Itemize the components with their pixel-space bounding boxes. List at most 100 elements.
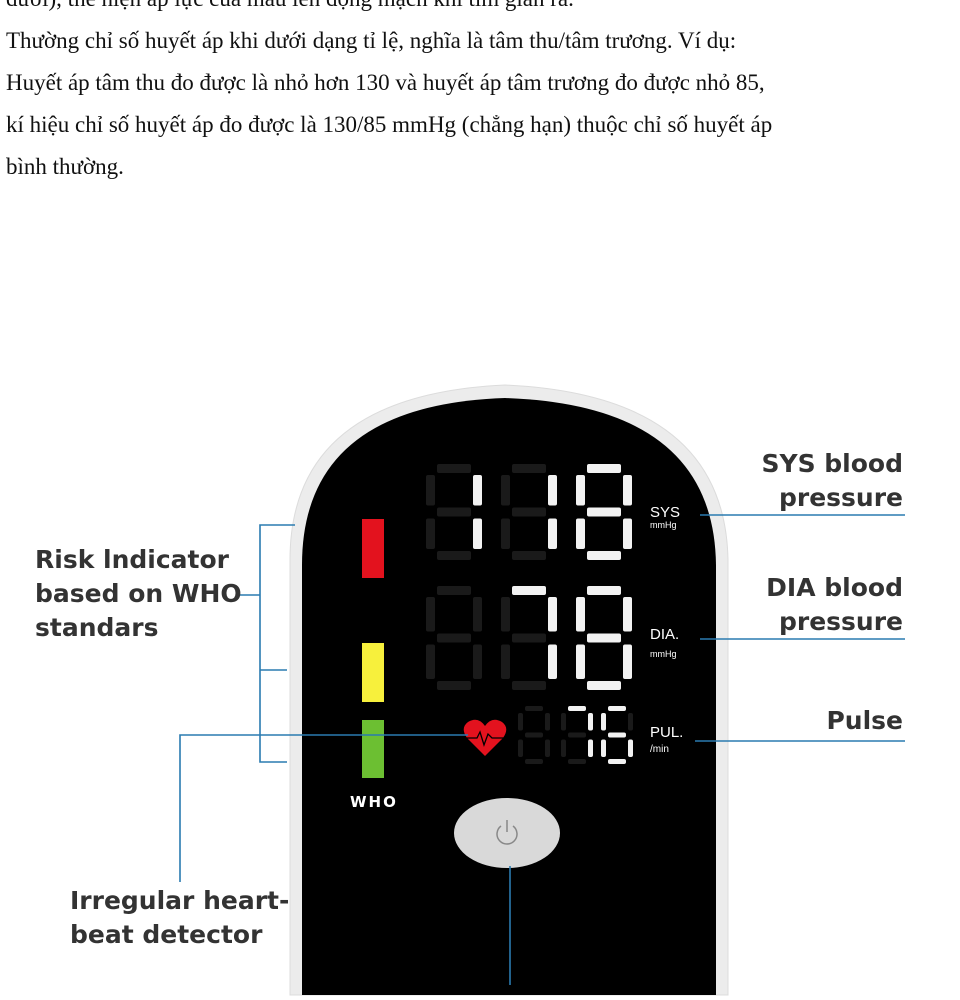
digit xyxy=(561,706,593,764)
segment-g xyxy=(587,633,621,643)
segment-d xyxy=(512,681,546,690)
dia-label: DIA. xyxy=(650,626,679,643)
power-button[interactable] xyxy=(454,798,560,868)
digit xyxy=(501,464,557,560)
callout-line: pressure xyxy=(778,483,903,512)
segment-b xyxy=(548,475,557,506)
segment-a xyxy=(437,464,471,473)
segment-g xyxy=(568,732,586,738)
pulse-display xyxy=(518,706,633,764)
segment-c xyxy=(473,644,482,679)
callout-line: Pulse xyxy=(826,706,903,735)
article-text: dưới), thể hiện áp lực của máu lên động … xyxy=(6,0,956,188)
segment-g xyxy=(512,633,546,643)
callout-line: Risk lndicator xyxy=(35,545,230,574)
article-line: Huyết áp tâm thu đo được là nhỏ hơn 130 … xyxy=(6,70,765,95)
sys-label: SYS xyxy=(650,504,680,521)
segment-g xyxy=(512,507,546,517)
segment-d xyxy=(608,759,626,764)
segment-a xyxy=(587,464,621,473)
digit xyxy=(501,586,557,690)
pul-label: PUL. xyxy=(650,724,683,741)
segment-d xyxy=(587,551,621,560)
digit xyxy=(426,464,482,560)
segment-a xyxy=(512,586,546,595)
segment-c xyxy=(588,739,593,757)
segment-g xyxy=(608,732,626,738)
dia-unit: mmHg xyxy=(650,649,677,659)
segment-f xyxy=(501,475,510,506)
callout-line: beat detector xyxy=(70,920,263,949)
segment-e xyxy=(576,644,585,679)
segment-c xyxy=(623,518,632,549)
callout-line: pressure xyxy=(778,607,903,636)
segment-g xyxy=(525,732,543,738)
callout-sys: SYS blood pressure xyxy=(761,447,903,515)
segment-e xyxy=(576,518,585,549)
segment-b xyxy=(623,597,632,632)
callout-pulse: Pulse xyxy=(826,704,903,738)
heart-icon xyxy=(463,719,507,756)
callout-line: DIA blood xyxy=(766,573,903,602)
segment-a xyxy=(568,706,586,711)
segment-g xyxy=(587,507,621,517)
segment-f xyxy=(426,475,435,506)
device-screen xyxy=(302,398,716,995)
digit xyxy=(576,464,632,560)
segment-c xyxy=(548,518,557,549)
segment-f xyxy=(576,475,585,506)
segment-e xyxy=(518,739,523,757)
segment-d xyxy=(568,759,586,764)
callout-risk-indicator: Risk lndicator based on WHO standars xyxy=(35,543,242,645)
pul-unit: /min xyxy=(650,744,669,755)
segment-f xyxy=(561,713,566,731)
segment-b xyxy=(473,597,482,632)
segment-d xyxy=(587,681,621,690)
segment-b xyxy=(548,597,557,632)
callout-line: Irregular heart- xyxy=(70,886,290,915)
segment-f xyxy=(518,713,523,731)
segment-d xyxy=(525,759,543,764)
segment-e xyxy=(561,739,566,757)
callout-irregular-heartbeat: Irregular heart- beat detector xyxy=(70,884,289,952)
who-label: WHO xyxy=(350,793,398,811)
segment-a xyxy=(437,586,471,595)
sys-display xyxy=(426,464,632,560)
sys-unit: mmHg xyxy=(650,520,677,530)
segment-f xyxy=(601,713,606,731)
article-line: kí hiệu chỉ số huyết áp đo được là 130/8… xyxy=(6,112,773,137)
callout-line: based on WHO xyxy=(35,579,242,608)
segment-b xyxy=(545,713,550,731)
leader-lines xyxy=(179,514,905,985)
segment-c xyxy=(628,739,633,757)
segment-d xyxy=(437,551,471,560)
segment-c xyxy=(623,644,632,679)
digit xyxy=(601,706,633,764)
callout-line: standars xyxy=(35,613,159,642)
segment-a xyxy=(587,586,621,595)
segment-e xyxy=(426,518,435,549)
segment-a xyxy=(525,706,543,711)
callout-line: SYS blood xyxy=(761,449,903,478)
segment-f xyxy=(576,597,585,632)
segment-c xyxy=(545,739,550,757)
segment-f xyxy=(501,597,510,632)
segment-c xyxy=(548,644,557,679)
segment-e xyxy=(501,644,510,679)
segment-d xyxy=(512,551,546,560)
digit xyxy=(576,586,632,690)
callout-dia: DIA blood pressure xyxy=(766,571,903,639)
segment-g xyxy=(437,633,471,643)
segment-b xyxy=(473,475,482,506)
segment-e xyxy=(601,739,606,757)
segment-b xyxy=(623,475,632,506)
article-line: dưới), thể hiện áp lực của máu lên động … xyxy=(6,0,956,20)
segment-c xyxy=(473,518,482,549)
segment-g xyxy=(437,507,471,517)
dia-display xyxy=(426,586,632,690)
segment-d xyxy=(437,681,471,690)
digit xyxy=(518,706,550,764)
article-line: Thường chỉ số huyết áp khi dưới dạng tỉ … xyxy=(6,28,737,53)
power-icon xyxy=(496,820,518,845)
